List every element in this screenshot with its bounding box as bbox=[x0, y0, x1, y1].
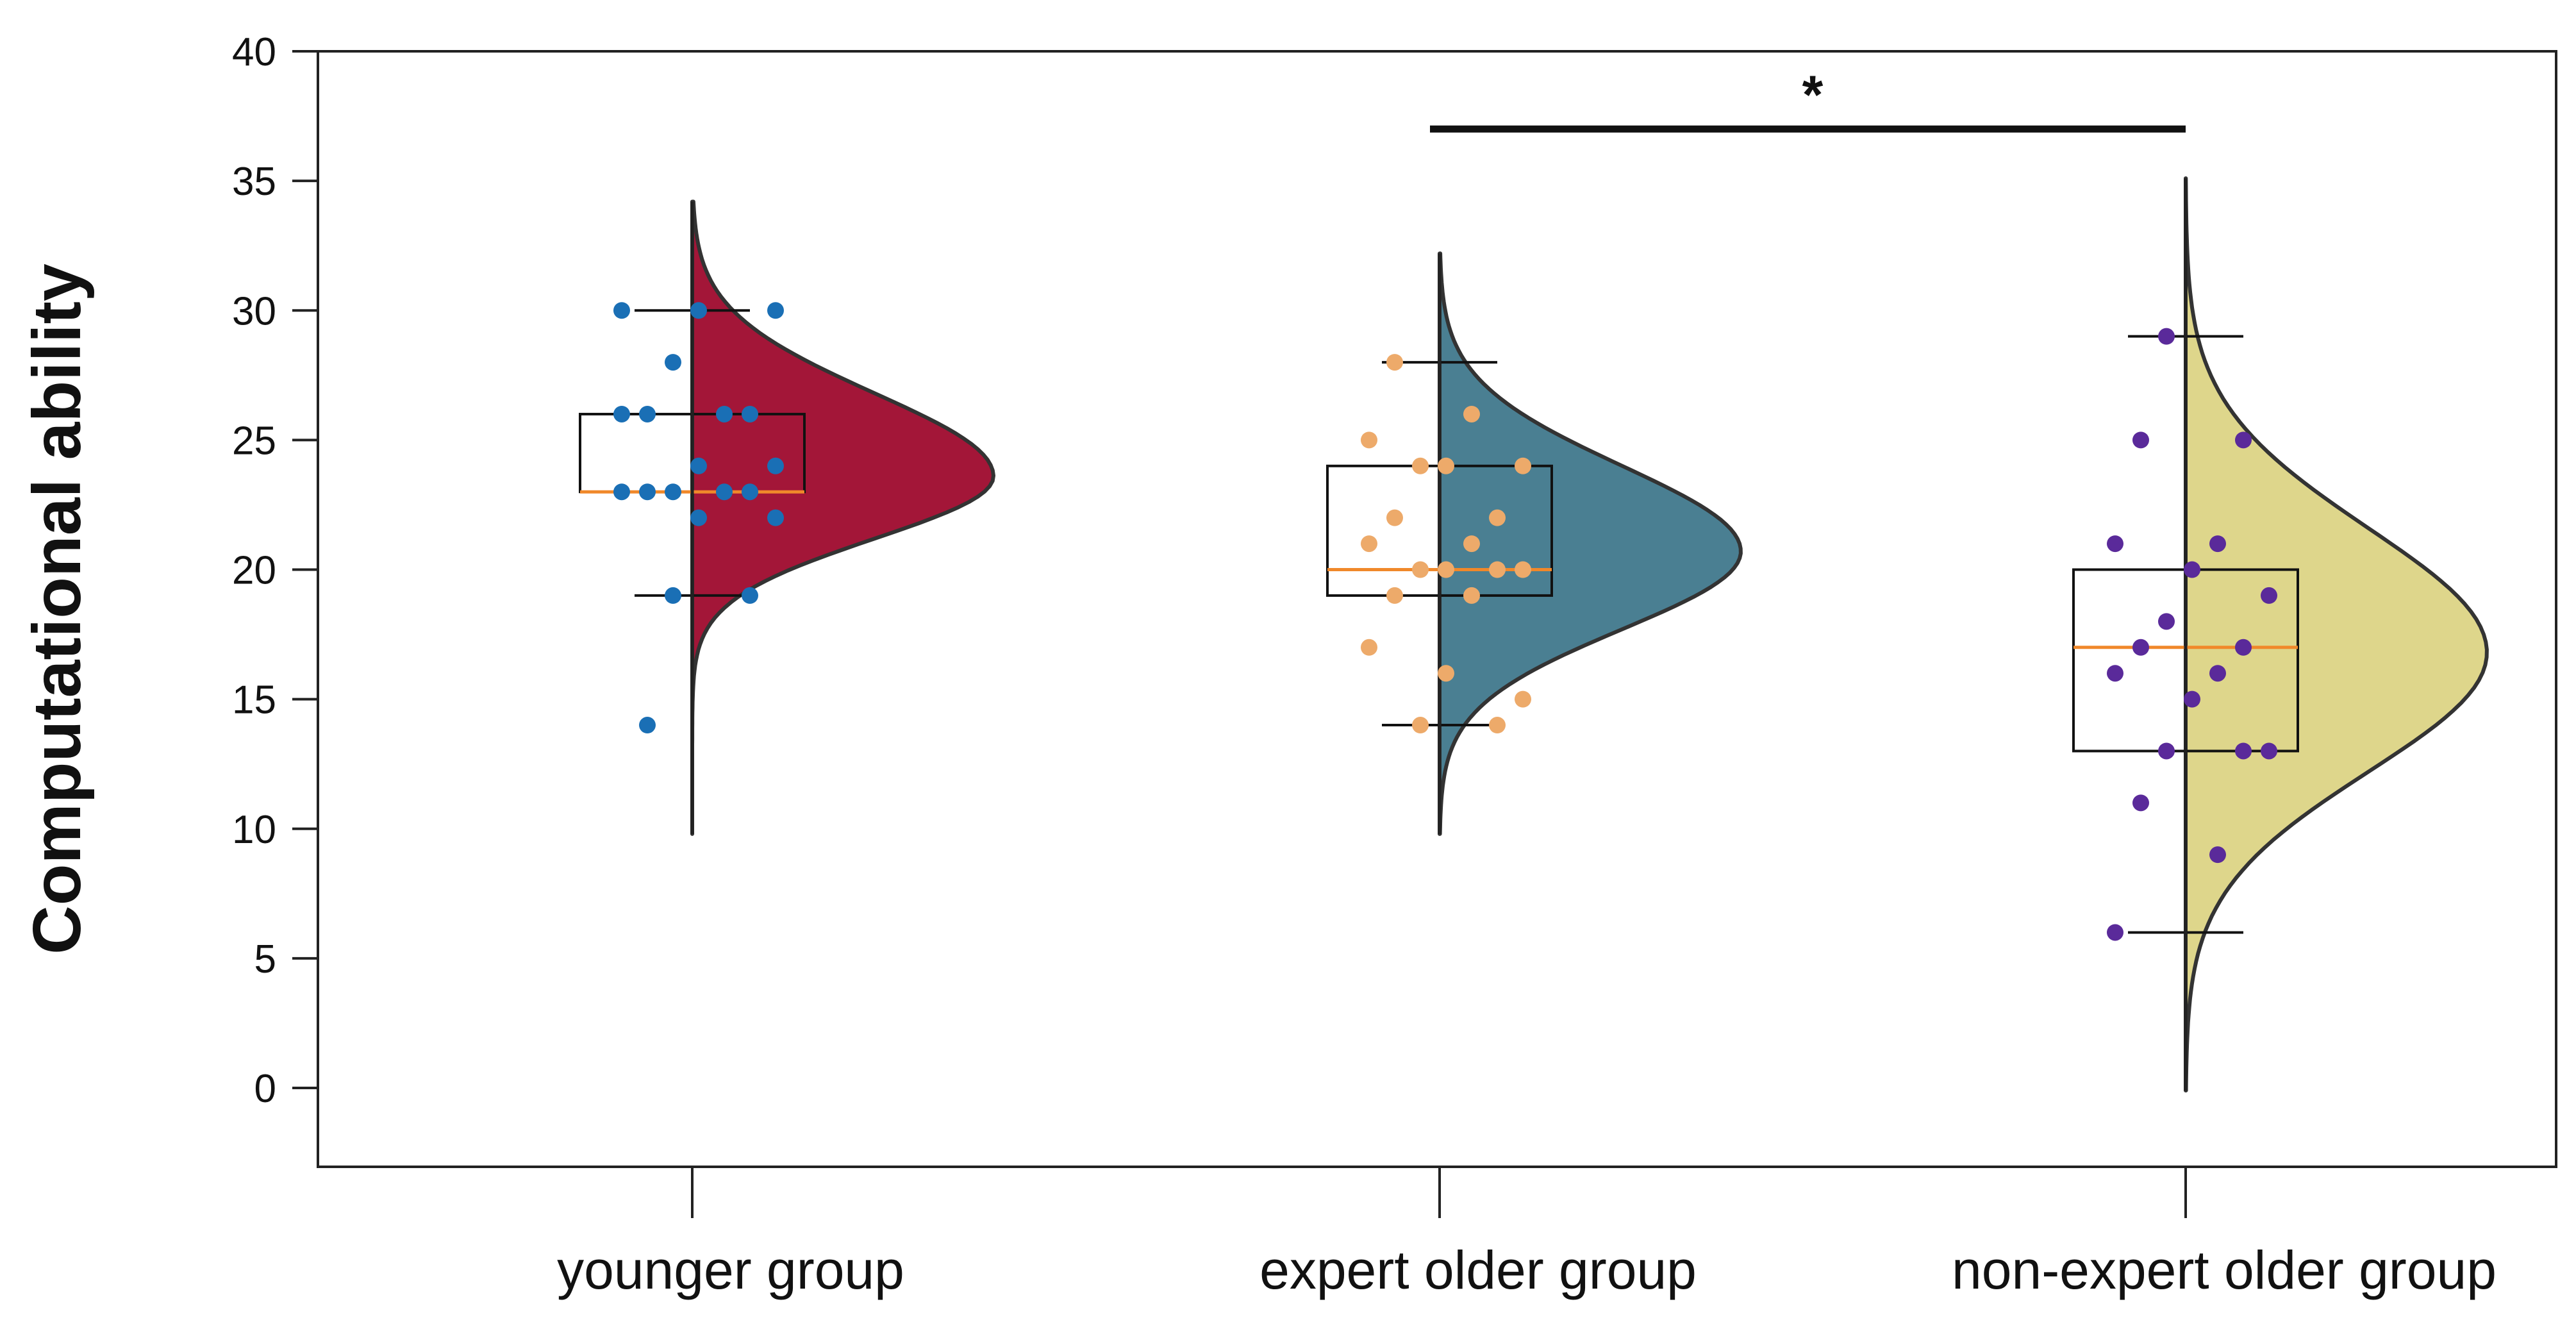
data-point bbox=[690, 457, 707, 474]
data-point bbox=[767, 302, 784, 319]
data-point bbox=[639, 717, 656, 734]
x-category-label: non-expert older group bbox=[1952, 1240, 2497, 1300]
data-point bbox=[1438, 665, 1454, 682]
data-point bbox=[2235, 431, 2252, 449]
data-point bbox=[2235, 639, 2252, 656]
data-point bbox=[1412, 561, 1429, 578]
violin-half bbox=[690, 199, 995, 836]
data-point bbox=[742, 405, 758, 422]
y-tick-label: 0 bbox=[254, 1067, 276, 1111]
significance-layer: * bbox=[1430, 64, 2186, 133]
data-point bbox=[665, 483, 681, 501]
group-layers bbox=[579, 176, 2489, 1093]
y-tick-label: 25 bbox=[232, 419, 276, 463]
data-point bbox=[1386, 354, 1403, 371]
group-2 bbox=[2072, 176, 2489, 1093]
data-point bbox=[665, 354, 681, 371]
data-point bbox=[767, 509, 784, 526]
data-point bbox=[767, 457, 784, 474]
data-point bbox=[1515, 690, 1531, 708]
group-0 bbox=[579, 199, 995, 836]
data-point bbox=[613, 483, 630, 501]
data-point bbox=[2132, 431, 2149, 449]
y-tick-label: 10 bbox=[232, 808, 276, 852]
violin-half bbox=[2184, 176, 2489, 1093]
data-point bbox=[742, 587, 758, 604]
data-point bbox=[665, 587, 681, 604]
x-category-label: younger group bbox=[557, 1240, 904, 1300]
data-point bbox=[742, 483, 758, 501]
data-point bbox=[2261, 742, 2277, 760]
data-point bbox=[2261, 587, 2277, 604]
data-point bbox=[1361, 535, 1377, 553]
data-point bbox=[2158, 328, 2175, 345]
data-point bbox=[716, 405, 733, 422]
data-point bbox=[690, 302, 707, 319]
data-point bbox=[639, 483, 656, 501]
y-axis: 0 5 10 15 20 25 30 35 40 bbox=[232, 30, 318, 1111]
data-point bbox=[1489, 561, 1506, 578]
data-point bbox=[613, 405, 630, 422]
data-point bbox=[613, 302, 630, 319]
data-point bbox=[2107, 665, 2123, 682]
y-tick-label: 40 bbox=[232, 30, 276, 74]
data-point bbox=[1438, 457, 1454, 474]
y-tick-label: 35 bbox=[232, 160, 276, 204]
significance-marker: * bbox=[1802, 64, 1824, 124]
data-point bbox=[2209, 535, 2226, 553]
data-point bbox=[2209, 846, 2226, 864]
data-point bbox=[1463, 405, 1480, 422]
data-point bbox=[2158, 742, 2175, 760]
data-point bbox=[1412, 717, 1429, 734]
data-point bbox=[1489, 717, 1506, 734]
y-tick-label: 20 bbox=[232, 549, 276, 593]
data-point bbox=[2158, 613, 2175, 630]
data-point bbox=[716, 483, 733, 501]
data-point bbox=[1515, 561, 1531, 578]
data-point bbox=[1515, 457, 1531, 474]
y-tick-label: 15 bbox=[232, 678, 276, 723]
data-point bbox=[2235, 742, 2252, 760]
plot-frame bbox=[317, 50, 2557, 1168]
x-category-label: expert older group bbox=[1259, 1240, 1697, 1300]
data-point bbox=[1489, 509, 1506, 526]
data-point bbox=[1463, 535, 1480, 553]
data-point bbox=[1412, 457, 1429, 474]
data-point bbox=[2107, 535, 2123, 553]
y-axis-label: Computational ability bbox=[19, 263, 95, 955]
data-point bbox=[2184, 561, 2200, 578]
group-1 bbox=[1326, 251, 1743, 836]
data-point bbox=[2132, 639, 2149, 656]
data-point bbox=[1386, 587, 1403, 604]
x-axis: younger group expert older group non-exper… bbox=[557, 1167, 2497, 1300]
data-point bbox=[2209, 665, 2226, 682]
data-point bbox=[1463, 587, 1480, 604]
data-point bbox=[2132, 794, 2149, 812]
y-tick-label: 5 bbox=[254, 937, 276, 982]
data-point bbox=[2107, 924, 2123, 941]
data-point bbox=[690, 509, 707, 526]
y-tick-label: 30 bbox=[232, 289, 276, 333]
data-point bbox=[2184, 690, 2200, 708]
data-point bbox=[1438, 561, 1454, 578]
data-point bbox=[639, 405, 656, 422]
data-point bbox=[1361, 431, 1377, 449]
data-point bbox=[1386, 509, 1403, 526]
violin-half bbox=[1438, 251, 1743, 836]
data-point bbox=[1361, 639, 1377, 656]
